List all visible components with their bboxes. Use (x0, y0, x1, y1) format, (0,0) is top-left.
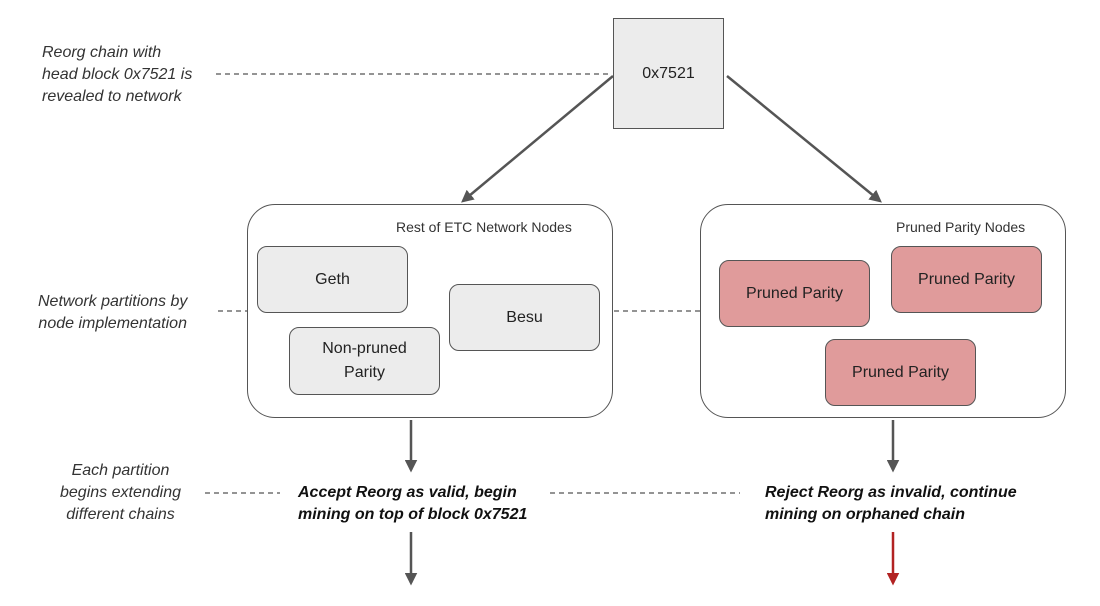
node-pruned-parity: Pruned Parity (719, 260, 870, 327)
annotation-partition: Network partitions by node implementatio… (38, 291, 187, 335)
annotation-line: Network partitions by (38, 293, 188, 310)
annotation-line: node implementation (38, 315, 187, 332)
annotation-line: begins extending (60, 484, 181, 501)
annotation-line: Reorg chain with (42, 44, 162, 61)
outcome-line: mining on orphaned chain (765, 506, 965, 523)
annotation-line: head block 0x7521 is (42, 66, 193, 83)
annotation-line: different chains (66, 506, 175, 523)
annotation-extend: Each partition begins extending differen… (60, 460, 181, 526)
node-label: Besu (506, 308, 543, 326)
node-geth: Geth (257, 246, 408, 313)
head-block-label: 0x7521 (642, 64, 695, 82)
node-label: Non-pruned Parity (322, 340, 407, 381)
left-group-title: Rest of ETC Network Nodes (396, 219, 572, 235)
right-group-title: Pruned Parity Nodes (896, 219, 1026, 235)
node-label: Pruned Parity (746, 284, 843, 302)
head-block: 0x7521 (613, 18, 724, 129)
node-label: Pruned Parity (852, 363, 949, 381)
outcome-line: Reject Reorg as invalid, continue (765, 484, 1017, 501)
arrow-to-left-group (461, 75, 614, 203)
node-label: Geth (315, 270, 350, 288)
outcome-reject: Reject Reorg as invalid, continue mining… (765, 482, 1017, 526)
annotation-line: Each partition (71, 462, 170, 479)
outcome-line: Accept Reorg as valid, begin (298, 484, 517, 501)
annotation-reveal: Reorg chain with head block 0x7521 is re… (42, 42, 192, 108)
node-besu: Besu (449, 284, 600, 351)
arrow-to-right-group (726, 75, 882, 203)
node-label: Pruned Parity (918, 270, 1015, 288)
node-pruned-parity: Pruned Parity (891, 246, 1042, 313)
outcome-line: mining on top of block 0x7521 (298, 506, 528, 523)
node-non-pruned-parity: Non-pruned Parity (289, 327, 440, 395)
outcome-accept: Accept Reorg as valid, begin mining on t… (298, 482, 527, 526)
node-pruned-parity: Pruned Parity (825, 339, 976, 406)
annotation-line: revealed to network (42, 88, 182, 105)
